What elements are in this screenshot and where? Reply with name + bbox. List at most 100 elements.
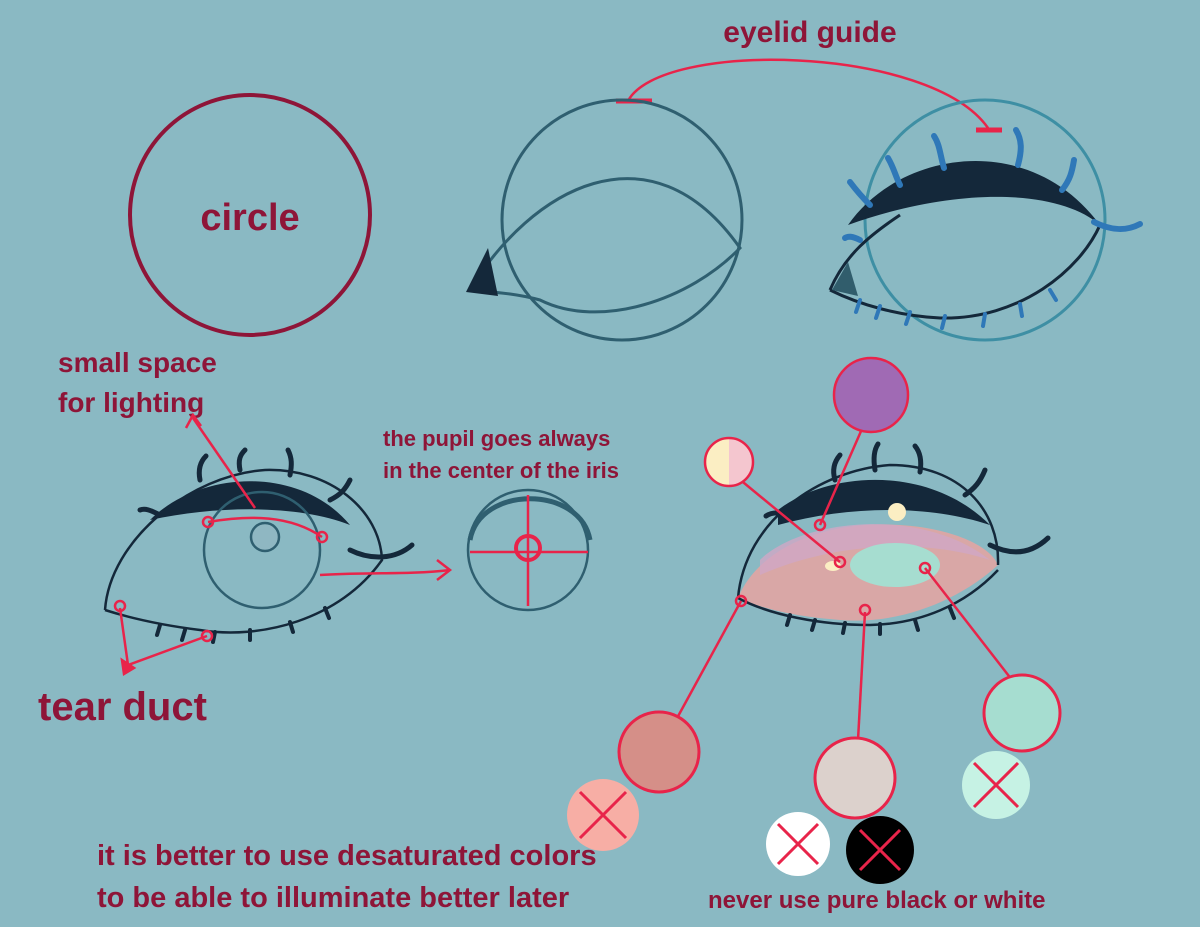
good-swatches xyxy=(617,356,1062,820)
pupil xyxy=(249,521,281,553)
lash xyxy=(810,618,817,632)
swatch-highlight-pink xyxy=(729,438,753,486)
eyelid-guide-arrow xyxy=(626,58,990,129)
tear-duct-pointer xyxy=(113,599,214,677)
lash xyxy=(981,312,987,328)
swatch-purple xyxy=(832,356,910,434)
lash xyxy=(854,298,862,314)
lash xyxy=(912,443,924,475)
circle-label: circle xyxy=(200,197,299,239)
lower-lashes xyxy=(854,288,1058,330)
pointer-line xyxy=(207,516,323,539)
never-use-note: never use pure black or white xyxy=(708,887,1045,914)
connector-skin xyxy=(674,600,743,721)
desaturated-note-line2: to be able to illuminate better later xyxy=(97,882,569,914)
swatch-highlight xyxy=(703,436,755,488)
connector-white xyxy=(856,611,867,741)
eyelid-guide-label: eyelid guide xyxy=(723,16,896,49)
lash xyxy=(962,467,988,498)
pointer-line xyxy=(118,607,208,667)
iris-diagram-top xyxy=(467,496,593,541)
swatch-highlight-ring xyxy=(703,436,755,488)
connector-dot xyxy=(918,561,932,575)
arrow-head xyxy=(436,559,453,581)
pointer-arrowhead xyxy=(184,412,203,429)
lash xyxy=(211,630,217,644)
lash xyxy=(327,477,353,503)
upper-lashes-2 xyxy=(137,447,415,560)
bad-swatch-pink xyxy=(567,779,639,851)
bad-swatch-mint xyxy=(962,751,1030,819)
arrow-line xyxy=(319,568,451,577)
bad-swatch-white xyxy=(766,812,830,876)
colored-eye xyxy=(736,441,1051,636)
lash xyxy=(1091,219,1143,232)
lower-lashes-3 xyxy=(785,606,956,636)
small-space-label-line1: small space xyxy=(58,347,217,378)
pointer-tip xyxy=(120,657,137,677)
lash xyxy=(288,620,295,634)
lash xyxy=(236,447,248,473)
bad-swatches xyxy=(567,751,1030,884)
swatch-skin xyxy=(617,710,701,794)
lash xyxy=(904,310,912,326)
guide-circle-2 xyxy=(863,98,1107,342)
guide-eye-outline xyxy=(467,177,742,314)
lash xyxy=(841,621,847,635)
lash xyxy=(1018,302,1024,318)
lash xyxy=(874,304,882,320)
lash xyxy=(196,453,209,483)
lash xyxy=(931,133,947,171)
upper-eyelid-2 xyxy=(150,481,350,525)
lash xyxy=(323,606,331,620)
small-space-label-line2: for lighting xyxy=(58,387,204,418)
guide-circle xyxy=(500,98,744,342)
lower-lashes-2 xyxy=(155,606,331,644)
pointer-dot xyxy=(200,629,214,643)
lash xyxy=(285,447,294,478)
iris-highlight xyxy=(825,561,841,571)
lash xyxy=(155,623,162,637)
tear-duct-label: tear duct xyxy=(38,685,207,729)
pointer-dot xyxy=(201,515,215,529)
cross-icon xyxy=(972,761,1020,809)
cross-icon xyxy=(578,790,628,840)
upper-eyelid xyxy=(848,161,1100,225)
lash xyxy=(137,506,163,518)
lash xyxy=(847,179,873,208)
lash xyxy=(785,613,792,627)
pupil-label-line2: in the center of the iris xyxy=(383,458,619,483)
pointer-dot xyxy=(113,599,127,613)
step-eye-lashes xyxy=(828,98,1143,342)
swatch-iris-mint xyxy=(982,673,1062,753)
eyelid-guide-annotation: eyelid guide xyxy=(616,16,1002,133)
lash xyxy=(831,452,843,483)
step-eye-guide xyxy=(466,98,744,342)
eye-outline xyxy=(828,213,1102,320)
pointer-line xyxy=(191,417,257,509)
connector-purple xyxy=(818,421,867,526)
iris-arrow xyxy=(319,559,453,581)
lash xyxy=(940,314,947,330)
small-space-pointer xyxy=(184,412,329,544)
tear-duct-corner xyxy=(466,248,498,296)
lash xyxy=(763,510,793,519)
lash xyxy=(871,441,881,473)
upper-lashes-3 xyxy=(763,441,1051,555)
center-pupil xyxy=(514,534,542,562)
connector-highlight xyxy=(737,477,841,563)
pointer-dot xyxy=(315,530,329,544)
eye-outline-3 xyxy=(736,463,1000,627)
swatch-white-base xyxy=(813,736,897,820)
step-circle: circle xyxy=(128,93,372,337)
inner-corner-fill xyxy=(832,262,858,296)
lash xyxy=(987,535,1051,555)
lash xyxy=(1013,127,1024,168)
lash xyxy=(1048,288,1058,302)
pupil-label-line1: the pupil goes always xyxy=(383,426,610,451)
connector-dot xyxy=(813,518,827,532)
upper-eye-shadow xyxy=(760,524,990,575)
cross-icon xyxy=(776,822,820,866)
